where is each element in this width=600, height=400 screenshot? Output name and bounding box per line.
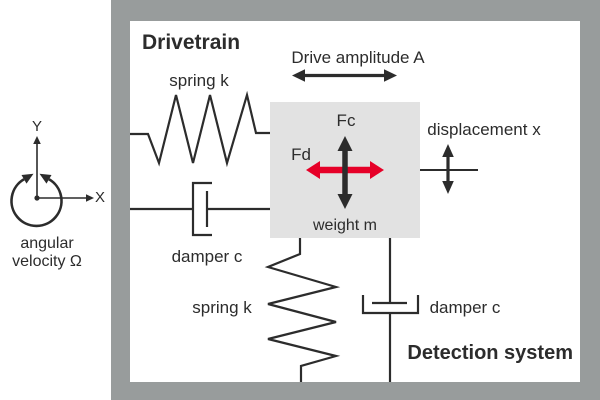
coordinate-axes bbox=[33, 136, 94, 202]
drivetrain-title: Drivetrain bbox=[142, 31, 241, 54]
angular-velocity-label-line2: velocity Ω bbox=[12, 253, 82, 270]
displacement-arrow bbox=[420, 144, 478, 194]
sense-damper-label: damper c bbox=[429, 298, 501, 317]
drive-damper-label: damper c bbox=[171, 247, 243, 266]
detection-title: Detection system bbox=[407, 342, 573, 364]
y-axis-label: Y bbox=[31, 118, 43, 135]
angular-velocity-label-line1: angular bbox=[20, 235, 74, 252]
drive-damper bbox=[130, 181, 270, 237]
origin-dot bbox=[34, 195, 40, 201]
displacement-label: displacement x bbox=[427, 120, 541, 139]
sense-damper bbox=[361, 238, 420, 382]
drive-spring bbox=[130, 90, 270, 168]
drive-amplitude-arrow bbox=[292, 69, 397, 82]
weight-label: weight m bbox=[312, 217, 378, 234]
x-axis-arrowhead-icon bbox=[86, 194, 94, 202]
drive-spring-label: spring k bbox=[169, 71, 229, 90]
fd-force-label: Fd bbox=[291, 145, 311, 164]
rotation-arrow-icon bbox=[10, 173, 63, 228]
x-axis-label: X bbox=[95, 189, 106, 206]
fc-force-arrow bbox=[337, 136, 353, 209]
sense-spring-label: spring k bbox=[192, 298, 252, 317]
y-axis-arrowhead-icon bbox=[33, 136, 41, 144]
fc-force-label: Fc bbox=[336, 111, 356, 130]
drive-amplitude-label: Drive amplitude A bbox=[291, 48, 425, 67]
sense-spring bbox=[264, 238, 341, 382]
